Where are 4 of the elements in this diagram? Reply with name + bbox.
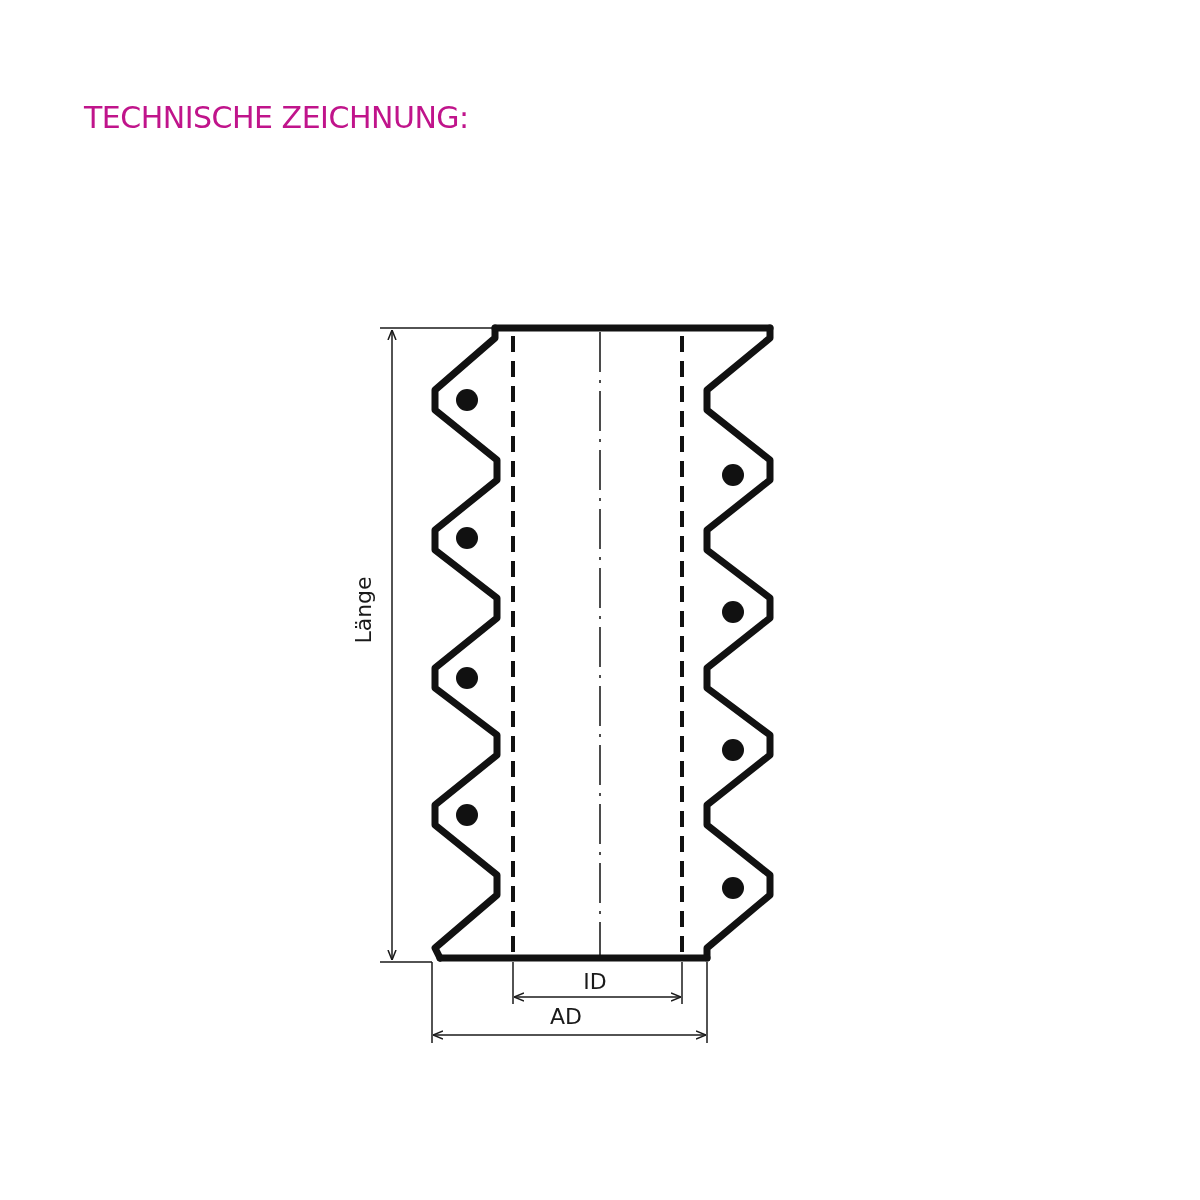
dimension-label: ID xyxy=(583,971,607,993)
dimension-label: Länge xyxy=(353,576,375,644)
dimension-label: AD xyxy=(550,1006,582,1028)
title: TECHNISCHE ZEICHNUNG: xyxy=(84,99,470,137)
